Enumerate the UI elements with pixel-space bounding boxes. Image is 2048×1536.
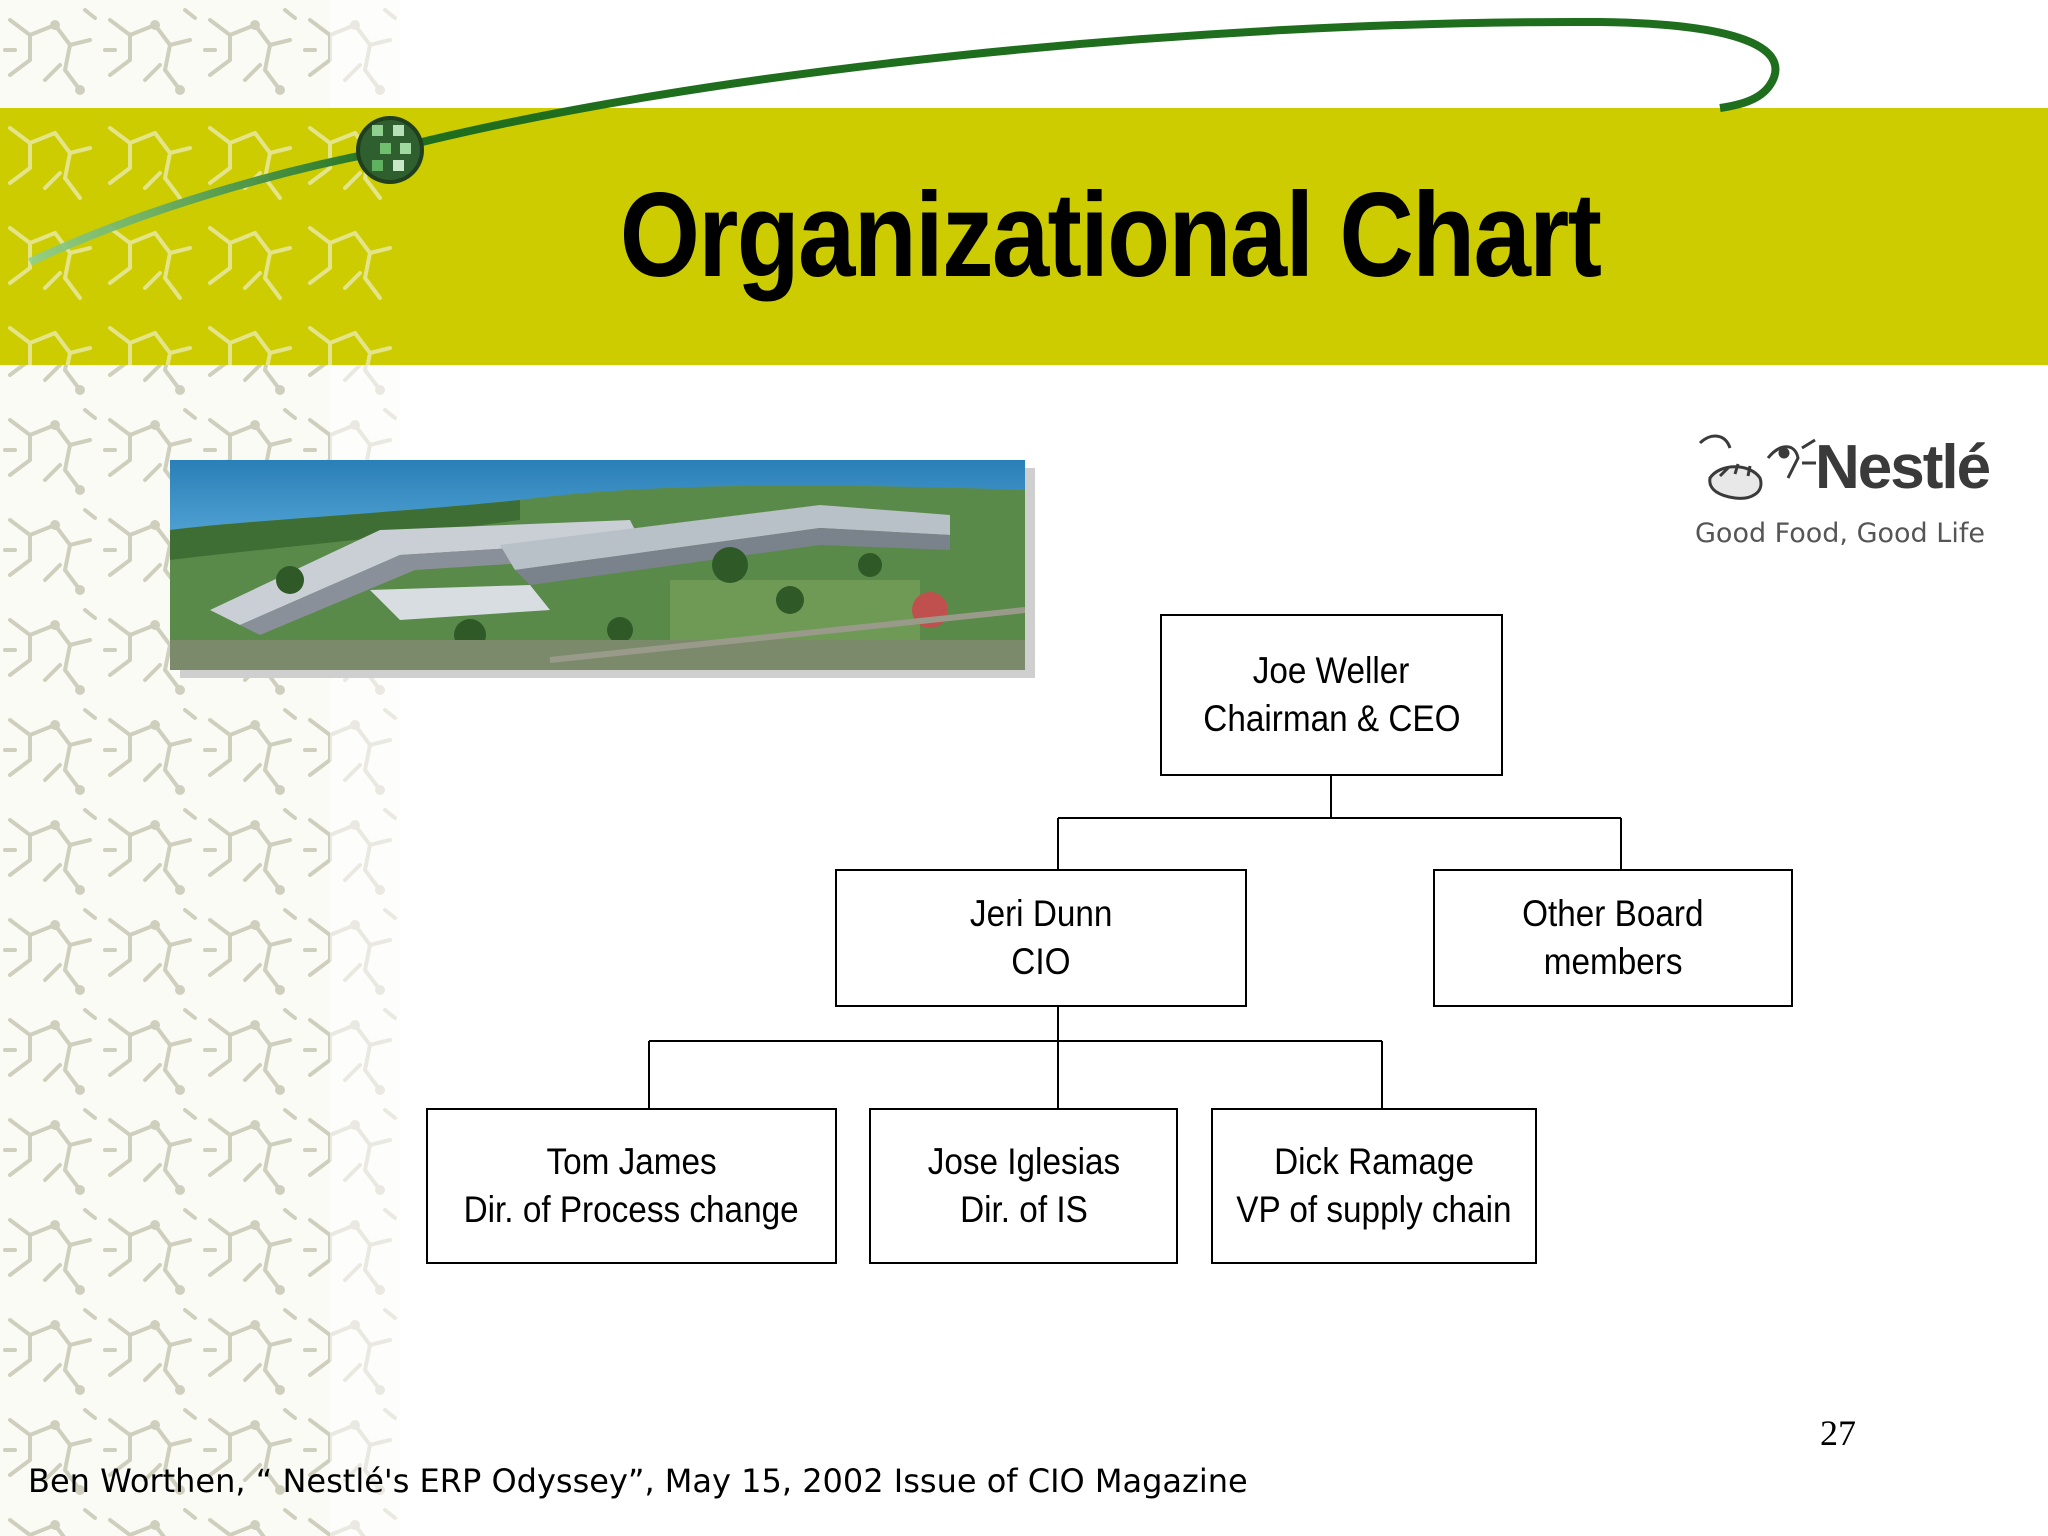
nestle-wordmark: Nestlé — [1815, 433, 1991, 502]
ceo-title: Chairman & CEO — [1202, 698, 1461, 739]
report-box-jose: Jose Iglesias Dir. of IS — [869, 1108, 1178, 1264]
ceo-name: Joe Weller — [1253, 650, 1410, 691]
report-box-tom: Tom James Dir. of Process change — [426, 1108, 837, 1264]
orb-icon — [356, 116, 424, 184]
report-box-dick: Dick Ramage VP of supply chain — [1211, 1108, 1537, 1264]
board-line2: members — [1543, 941, 1683, 982]
report-title: Dir. of IS — [959, 1189, 1088, 1230]
report-name: Dick Ramage — [1274, 1141, 1474, 1182]
report-name: Jose Iglesias — [927, 1141, 1120, 1182]
decorative-swoosh — [28, 17, 1780, 266]
band-pattern — [0, 108, 400, 365]
nestle-logo — [1698, 434, 1816, 500]
ceo-box: Joe Weller Chairman & CEO — [1160, 614, 1503, 776]
headquarters-photo — [170, 460, 1025, 670]
cio-box: Jeri Dunn CIO — [835, 869, 1247, 1007]
page-number: 27 — [1820, 1413, 1856, 1453]
slide-title: Organizational Chart — [619, 168, 1602, 302]
cio-title: CIO — [1011, 941, 1071, 982]
report-title: VP of supply chain — [1236, 1189, 1512, 1230]
report-title: Dir. of Process change — [463, 1189, 800, 1230]
board-box: Other Board members — [1433, 869, 1793, 1007]
cio-name: Jeri Dunn — [969, 893, 1113, 934]
report-name: Tom James — [546, 1141, 717, 1182]
logo-tagline: Good Food, Good Life — [1695, 518, 1985, 549]
board-line1: Other Board — [1522, 893, 1704, 934]
citation: Ben Worthen, “ Nestlé's ERP Odyssey”, Ma… — [28, 1462, 1248, 1500]
